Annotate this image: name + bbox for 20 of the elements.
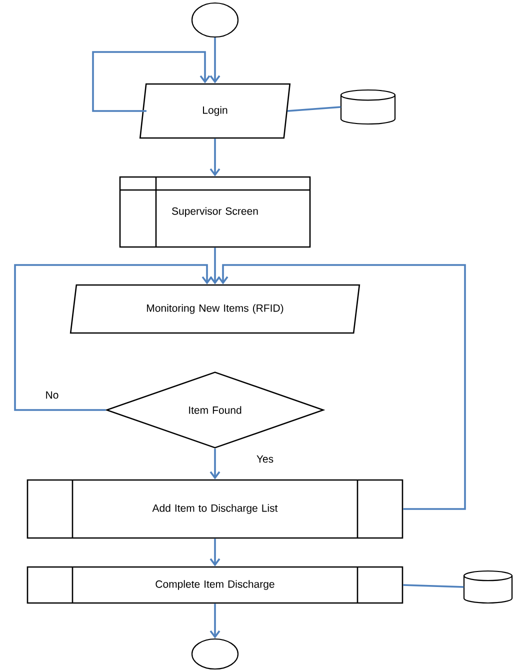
arrow	[210, 248, 220, 284]
arrow	[210, 538, 220, 566]
process-box: Supervisor Screen	[119, 176, 311, 248]
input-parallelogram: Monitoring New Items (RFID)	[70, 284, 360, 334]
terminal-circle	[191, 638, 239, 670]
edge-label: Yes	[255, 454, 275, 464]
arrow	[14, 264, 212, 411]
arrow	[92, 51, 210, 112]
terminal-circle	[191, 2, 239, 38]
database-cylinder	[340, 89, 396, 125]
arrow	[210, 38, 220, 84]
arrow	[210, 604, 220, 638]
input-parallelogram: Login	[139, 83, 291, 139]
arrow	[210, 448, 220, 480]
edge-label: No	[44, 390, 60, 400]
process-box: Complete Item Discharge	[26, 566, 404, 604]
arrow	[218, 264, 466, 510]
arrow	[210, 138, 220, 176]
database-cylinder	[463, 570, 513, 604]
process-box: Add Item to Discharge List	[26, 479, 404, 539]
